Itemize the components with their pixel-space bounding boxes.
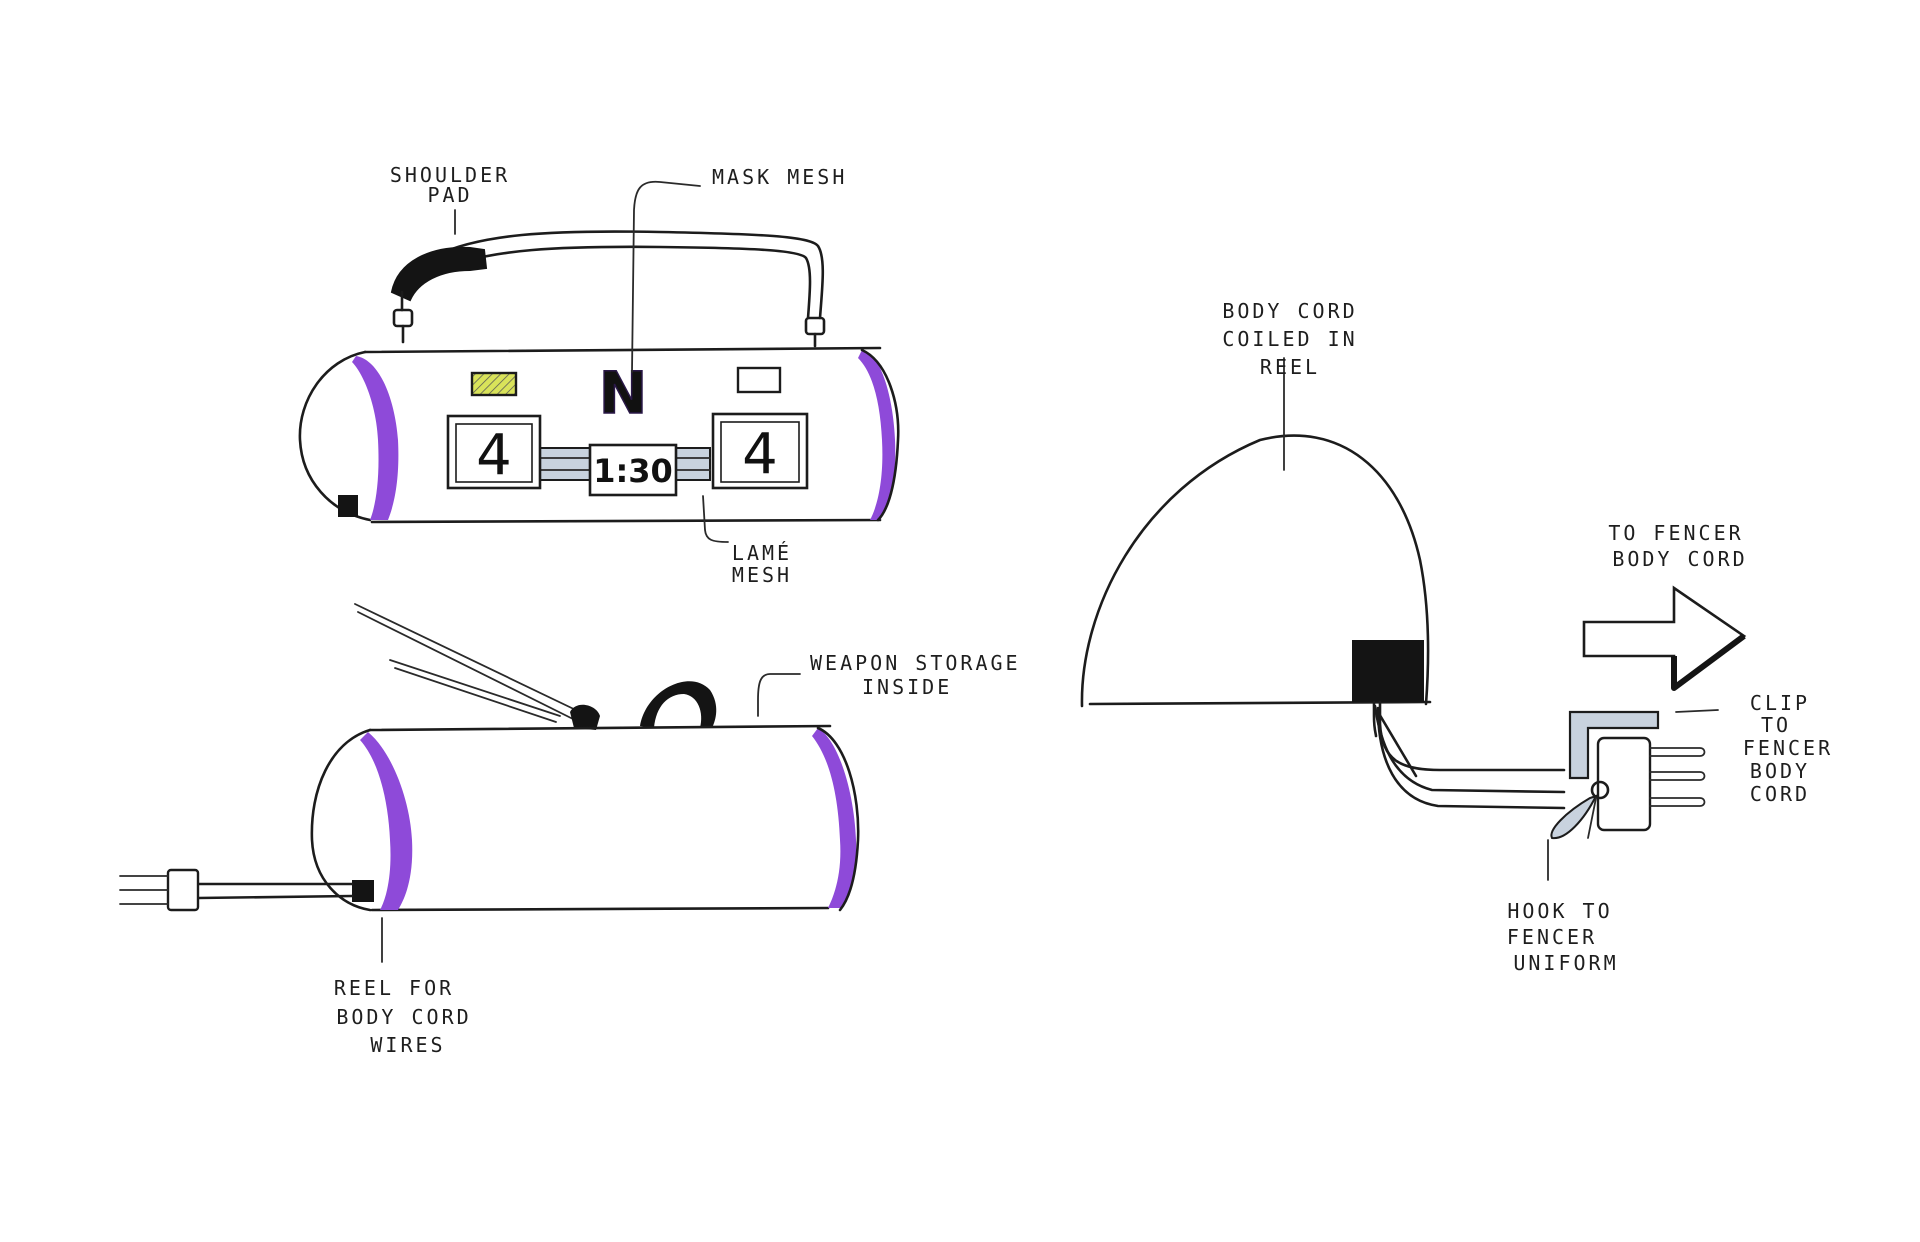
label-hook-to-fencer: HOOK TO FENCER UNIFORM — [1507, 899, 1619, 975]
label-body-cord-coiled: BODY CORD COILED IN REEL — [1222, 299, 1357, 379]
svg-text:CORD: CORD — [1750, 782, 1810, 806]
weapon-guard — [640, 681, 716, 728]
cylinder-left-cap — [300, 352, 370, 520]
leader-weapon-storage — [758, 674, 800, 716]
svg-text:UNIFORM: UNIFORM — [1513, 951, 1618, 975]
svg-text:PAD: PAD — [427, 183, 472, 207]
svg-text:BODY CORD: BODY CORD — [1222, 299, 1357, 323]
svg-text:LAMÉ: LAMÉ — [732, 541, 792, 565]
svg-text:INSIDE: INSIDE — [862, 675, 952, 699]
svg-text:FENCER: FENCER — [1743, 736, 1833, 760]
label-reel-body-cord: REEL FOR BODY CORD WIRES — [334, 976, 472, 1057]
reel-connector — [1352, 640, 1424, 702]
band-left — [352, 356, 398, 520]
svg-text:BODY CORD: BODY CORD — [336, 1005, 471, 1029]
band-right-bottom — [812, 728, 856, 908]
to-fencer-arrow-icon — [1584, 588, 1744, 688]
reel-port-top — [338, 495, 358, 517]
plug-head — [168, 870, 198, 910]
svg-text:MESH: MESH — [732, 563, 792, 587]
reel-plug-prong-1 — [1650, 748, 1705, 756]
shoulder-strap — [425, 231, 823, 318]
svg-text:REEL FOR: REEL FOR — [334, 976, 454, 1000]
svg-text:BODY CORD: BODY CORD — [1612, 547, 1747, 571]
reel-detail — [1082, 436, 1744, 839]
leader-mask-mesh — [632, 182, 700, 372]
weapon-grip-1 — [570, 705, 600, 730]
svg-text:CLIP: CLIP — [1750, 691, 1810, 715]
svg-text:TO: TO — [1761, 713, 1791, 737]
shoulder-pad — [392, 248, 486, 300]
leader-lame-mesh — [703, 496, 728, 542]
svg-text:REEL: REEL — [1260, 355, 1320, 379]
strap-buckle-right — [806, 318, 824, 334]
center-logo: N — [599, 359, 648, 427]
label-mask-mesh: MASK MESH — [712, 165, 847, 189]
reel-port-bottom — [352, 880, 374, 902]
label-clip-to-fencer: CLIP TO FENCER BODY CORD — [1743, 691, 1833, 806]
scoreboard-bag: N 4 4 1:30 — [300, 231, 898, 522]
storage-cylinder — [120, 604, 858, 910]
right-score: 4 — [742, 422, 778, 487]
left-score: 4 — [476, 423, 512, 488]
leader-clip — [1676, 710, 1718, 712]
svg-text:TO FENCER: TO FENCER — [1608, 521, 1743, 545]
label-lame-mesh: LAMÉ MESH — [732, 541, 792, 587]
svg-text:FENCER: FENCER — [1507, 925, 1597, 949]
indicator-light-right — [738, 368, 780, 392]
label-weapon-storage: WEAPON STORAGE INSIDE — [810, 651, 1021, 699]
svg-text:BODY: BODY — [1750, 759, 1810, 783]
shoulder-strap-inner — [440, 247, 810, 318]
strap-buckle-left — [394, 310, 412, 326]
weapon-blade-1 — [355, 604, 580, 712]
svg-text:HOOK TO: HOOK TO — [1507, 899, 1612, 923]
indicator-light-left — [472, 373, 516, 395]
svg-text:WEAPON STORAGE: WEAPON STORAGE — [810, 651, 1021, 675]
label-shoulder-pad: SHOULDER PAD — [390, 163, 510, 207]
plug-prongs — [120, 876, 168, 904]
svg-text:COILED IN: COILED IN — [1222, 327, 1357, 351]
weapon-blade-2 — [390, 660, 560, 716]
timer-display: 1:30 — [593, 452, 673, 490]
label-to-fencer-body-cord: TO FENCER BODY CORD — [1608, 521, 1747, 571]
svg-text:WIRES: WIRES — [370, 1033, 445, 1057]
